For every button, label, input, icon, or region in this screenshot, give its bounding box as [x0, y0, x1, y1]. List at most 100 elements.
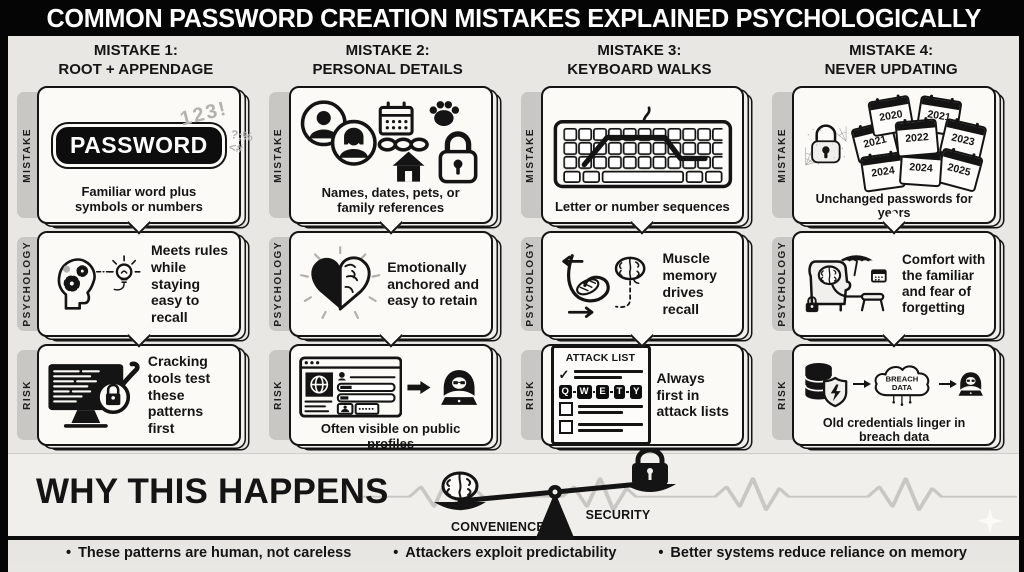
column-mistake-1: MISTAKE 1: ROOT + APPENDAGE MISTAKE 123!… — [10, 36, 262, 453]
bullet-icon: • — [66, 544, 72, 561]
bullet-icon: • — [658, 544, 664, 561]
calendar-stack-icon: 2021 2020 2021 2023 2025 2024 2024 2022 — [850, 94, 988, 193]
arrow-right-icon — [407, 380, 431, 394]
column-2-header: MISTAKE 2: PERSONAL DETAILS — [312, 42, 463, 78]
title-bar: COMMON PASSWORD CREATION MISTAKES EXPLAI… — [8, 0, 1019, 36]
col4-psychology-row: PSYCHOLOGY — [772, 231, 1010, 348]
col2-risk-caption: Often visible on public profiles — [320, 421, 461, 451]
col4-risk-row: RISK — [772, 344, 1010, 446]
hacker-icon — [958, 372, 983, 396]
col3-psychology-text: Muscle memory drives recall — [662, 250, 717, 317]
armchair-brain-umbrella-icon — [805, 255, 887, 313]
col3-mistake-caption: Letter or number sequences — [554, 199, 730, 215]
col3-psychology-card: Muscle memory drives recall — [540, 231, 745, 348]
monitor-magnifier-lock-icon — [48, 361, 140, 428]
lock-icon — [632, 447, 668, 485]
column-mistake-3: MISTAKE 3: KEYBOARD WALKS MISTAKE — [514, 36, 766, 453]
col1-mistake-card: 123! PASSWORD ?;%<# Familiar word plus s… — [37, 86, 253, 235]
column-3-header: MISTAKE 3: KEYBOARD WALKS — [567, 42, 712, 78]
mistake-tab: MISTAKE — [268, 92, 289, 218]
risk-tab: RISK — [772, 350, 793, 440]
checkbox-icon — [558, 420, 573, 435]
risk-tab: RISK — [268, 350, 289, 440]
column-mistake-2: MISTAKE 2: PERSONAL DETAILS MISTAKE — [262, 36, 514, 453]
column-4-header: MISTAKE 4: NEVER UPDATING — [824, 42, 958, 78]
col3-mistake-card: Letter or number sequences — [540, 86, 745, 235]
password-pill-icon: 123! PASSWORD ?;%<# — [56, 98, 253, 165]
mistake-tab: MISTAKE — [17, 92, 37, 218]
col3-psychology-row: PSYCHOLOGY — [520, 231, 759, 348]
footer-bar: •These patterns are human, not careless … — [8, 536, 1019, 565]
col4-mistake-card: 2021 2020 2021 2023 2025 2024 2024 2022 … — [792, 86, 996, 235]
balance-scale-icon: CONVENIENCE SECURITY — [430, 438, 680, 542]
col1-psychology-card: Meets rules while staying easy to recall — [37, 231, 241, 348]
check-icon: ✓ — [558, 367, 570, 383]
col4-mistake-row: MISTAKE — [772, 86, 1010, 235]
col1-psychology-row: PSYCHOLOGY — [17, 231, 255, 348]
col4-risk-card: BREACH DATA — [792, 344, 996, 446]
col1-mistake-row: MISTAKE 123! PASSWORD ?;%<# Familiar wor… — [17, 86, 255, 235]
risk-tab: RISK — [17, 350, 37, 440]
footer-bullet-2: •Attackers exploit predictability — [393, 544, 617, 561]
col1-risk-text: Cracking tools test these patterns first — [147, 353, 211, 437]
footer-bullet-1: •These patterns are human, not careless — [66, 544, 352, 561]
col3-mistake-row: MISTAKE — [520, 86, 759, 235]
why-heading: WHY THIS HAPPENS — [36, 472, 389, 511]
hacker-icon — [441, 369, 478, 405]
col4-risk-caption: Old credentials linger in breach data — [822, 416, 966, 445]
symbols-decor: ?;%<# — [228, 127, 254, 156]
col1-risk-row: RISK — [17, 344, 255, 446]
psychology-tab: PSYCHOLOGY — [268, 237, 289, 331]
dashed-arrow-icon — [938, 380, 957, 388]
col2-mistake-card: Names, dates, pets, or family references — [288, 86, 493, 235]
breach-data-cloud-icon: BREACH DATA — [874, 365, 930, 406]
footer-bullet-3: •Better systems reduce reliance on memor… — [658, 544, 967, 561]
mistake-tab: MISTAKE — [520, 92, 541, 218]
page-title: COMMON PASSWORD CREATION MISTAKES EXPLAI… — [46, 2, 981, 33]
keyboard-walk-icon — [553, 106, 732, 189]
col2-risk-row: RISK — [268, 344, 507, 451]
database-shield-icon — [804, 362, 848, 408]
col1-psychology-text: Meets rules while staying easy to recall — [151, 242, 229, 326]
svg-text:DATA: DATA — [892, 383, 913, 392]
col2-psychology-row: PSYCHOLOGY — [268, 231, 507, 348]
col2-mistake-caption: Names, dates, pets, or family references — [321, 185, 460, 215]
col2-psychology-card: Emotionally anchored and easy to retain — [288, 231, 493, 348]
col4-psychology-text: Comfort with the familiar and fear of fo… — [901, 251, 986, 316]
cobweb-lock-icon — [805, 124, 847, 166]
bullet-icon: • — [393, 544, 399, 561]
convenience-label: CONVENIENCE — [451, 520, 545, 534]
col1-mistake-caption: Familiar word plus symbols or numbers — [74, 184, 203, 215]
security-label: SECURITY — [585, 508, 651, 522]
col2-psychology-text: Emotionally anchored and easy to retain — [387, 258, 480, 309]
dashed-arrow-icon — [852, 380, 871, 388]
col2-mistake-row: MISTAKE — [268, 86, 507, 235]
personal-details-icon — [300, 100, 478, 184]
psychology-tab: PSYCHOLOGY — [772, 237, 793, 331]
sparkle-icon — [977, 508, 1003, 534]
mistake-tab: MISTAKE — [772, 92, 793, 218]
col2-risk-card: Often visible on public profiles — [288, 344, 493, 451]
col1-risk-card: Cracking tools test these patterns first — [37, 344, 241, 446]
heart-brain-icon — [299, 246, 381, 319]
col3-risk-text: Always first in attack lists — [656, 369, 729, 420]
columns-area: MISTAKE 1: ROOT + APPENDAGE MISTAKE 123!… — [8, 36, 1019, 453]
column-mistake-4: MISTAKE 4: NEVER UPDATING MISTAKE — [765, 36, 1017, 453]
psychology-tab: PSYCHOLOGY — [520, 237, 541, 331]
svg-text:BREACH: BREACH — [885, 375, 918, 384]
head-gears-lightbulb-icon — [57, 254, 141, 310]
checkbox-icon — [558, 402, 573, 417]
brain-icon — [441, 471, 479, 501]
col4-psychology-card: Comfort with the familiar and fear of fo… — [792, 231, 996, 348]
risk-tab: RISK — [520, 350, 541, 440]
public-profile-page-icon — [298, 356, 403, 418]
psychology-tab: PSYCHOLOGY — [17, 237, 37, 331]
column-1-header: MISTAKE 1: ROOT + APPENDAGE — [58, 42, 214, 78]
why-section: WHY THIS HAPPENS — [8, 447, 1019, 540]
password-word: PASSWORD — [56, 127, 222, 165]
